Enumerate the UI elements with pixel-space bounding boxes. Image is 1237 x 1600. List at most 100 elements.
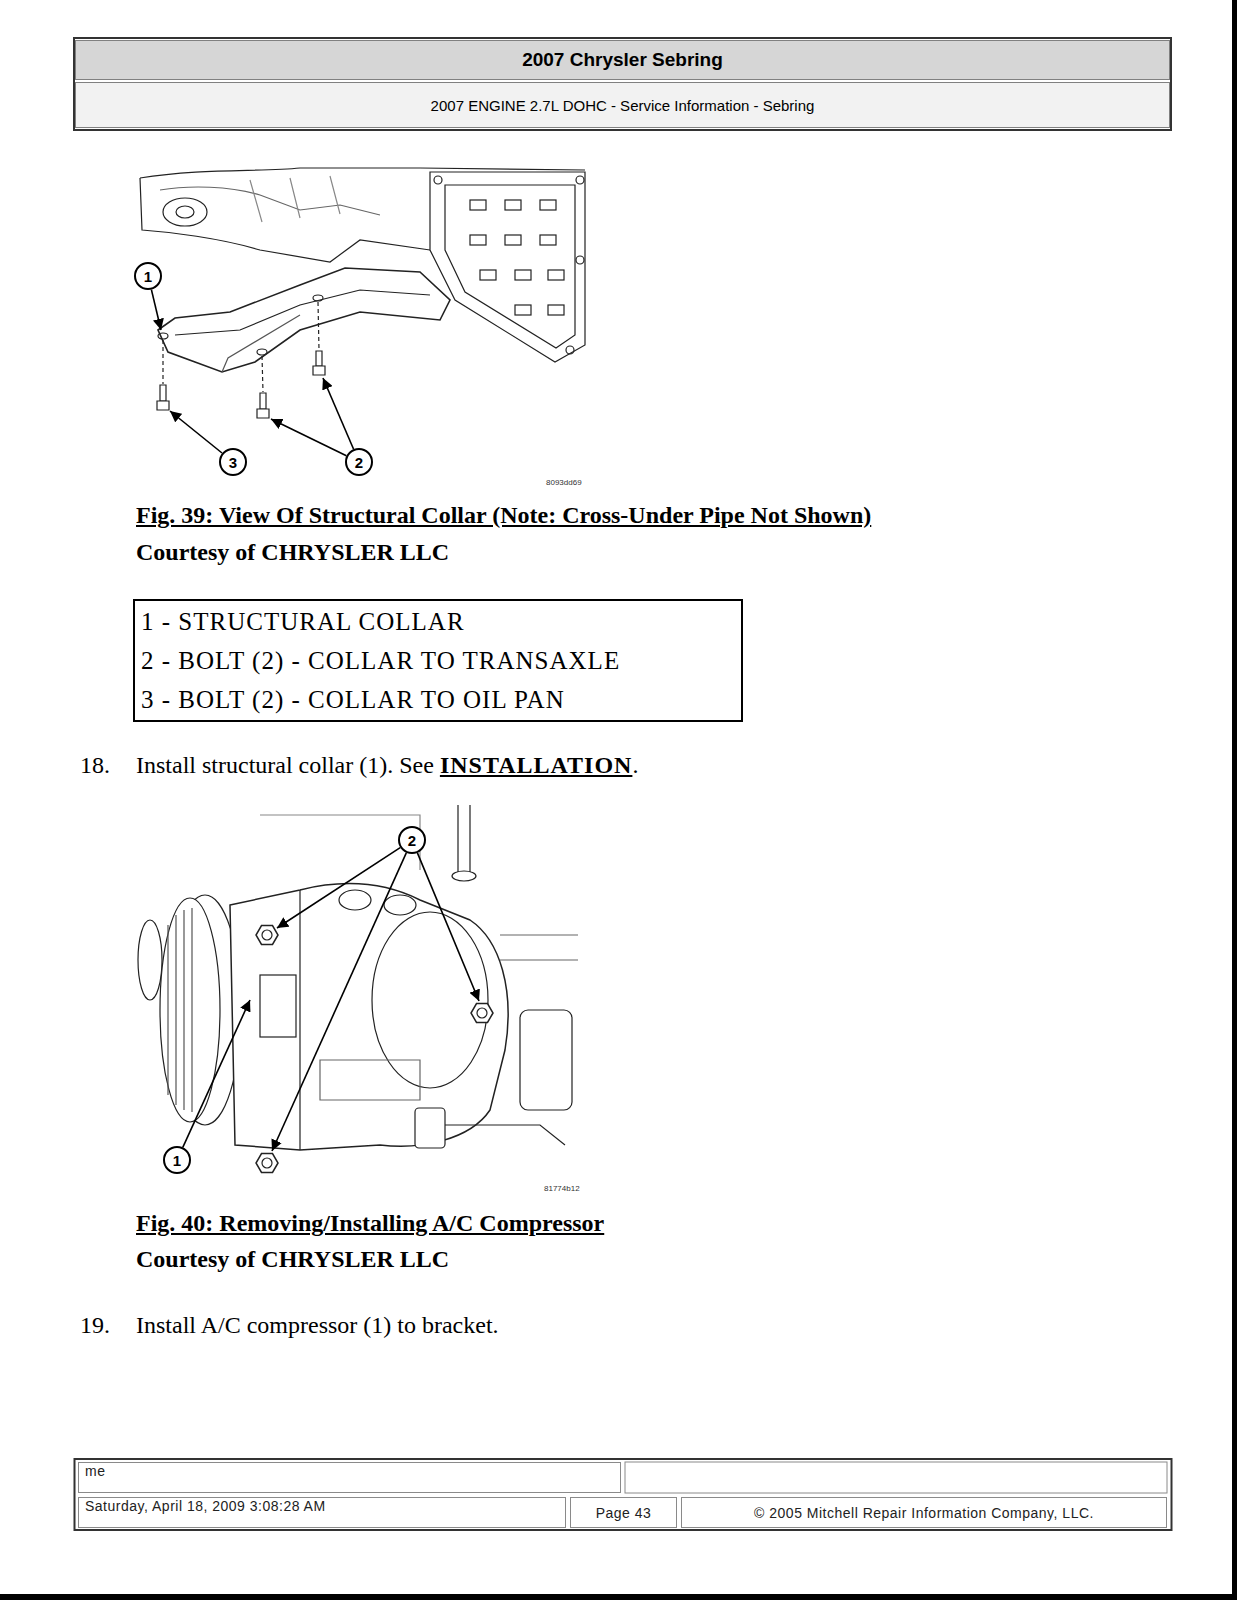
leader-line	[323, 378, 354, 449]
mounting-bolt	[262, 1158, 272, 1168]
transaxle-rib	[250, 176, 340, 222]
pan-rib	[480, 270, 496, 280]
transaxle-outline	[140, 178, 430, 262]
leader-lines	[151, 290, 353, 456]
leader-line	[417, 853, 479, 1001]
pan-bolt	[576, 256, 584, 264]
key-entry: 3 - BOLT (2) - COLLAR TO OIL PAN	[141, 680, 565, 719]
compressor-detail	[260, 975, 296, 1037]
figure-credit: Courtesy of CHRYSLER LLC	[136, 1245, 449, 1273]
header-band: 2007 ENGINE 2.7L DOHC - Service Informat…	[75, 82, 1170, 128]
leader-line	[272, 853, 406, 1151]
background-pipe	[452, 871, 476, 881]
step-text: Install A/C compressor (1) to bracket.	[136, 1311, 499, 1339]
footer-cell: © 2005 Mitchell Repair Information Compa…	[681, 1497, 1167, 1528]
compressor-wire	[445, 1125, 565, 1145]
pan-rib	[470, 200, 486, 210]
callout-circle: 2	[398, 826, 426, 854]
pan-rib	[515, 270, 531, 280]
step-line: Install structural collar (1). SeeINSTAL…	[136, 751, 638, 779]
compressor-fitting	[339, 890, 371, 910]
callout-number: 1	[144, 268, 152, 285]
header-frame	[74, 38, 1171, 130]
callout-circle: 2	[345, 448, 373, 476]
compressor-detail	[320, 1060, 420, 1100]
footer-text: me	[85, 1463, 105, 1479]
compressor-connector	[415, 1108, 445, 1148]
mounting-bolt	[471, 1004, 493, 1023]
leader-line	[183, 1000, 250, 1147]
step-text: .	[632, 751, 638, 779]
pan-rib	[548, 305, 564, 315]
pan-bolt	[434, 176, 442, 184]
pan-rib	[505, 200, 521, 210]
compressor-body	[299, 890, 300, 1150]
oil-pan-rim	[445, 185, 575, 348]
figure-caption: Fig. 39: View Of Structural Collar (Note…	[136, 501, 871, 529]
engine-detail	[520, 1010, 572, 1110]
footer-cell: Saturday, April 18, 2009 3:08:28 AM	[78, 1497, 566, 1528]
callout-circle: 3	[219, 448, 247, 476]
header-subtitle: 2007 ENGINE 2.7L DOHC - Service Informat…	[431, 97, 815, 114]
pulley-rib	[168, 908, 192, 1112]
engine-detail	[260, 815, 420, 870]
leader-lines	[183, 848, 479, 1151]
bolt-head	[157, 401, 169, 410]
leader-line	[277, 848, 400, 928]
collar-bolt-hole	[158, 333, 168, 339]
footer-frame	[75, 1459, 1172, 1530]
key-entry: 1 - STRUCTURAL COLLAR	[141, 602, 465, 641]
bolt-shank	[160, 385, 166, 401]
figure-credit: Courtesy of CHRYSLER LLC	[136, 538, 449, 566]
collar-flange	[222, 315, 300, 372]
footer-cell: me	[78, 1462, 621, 1493]
mounting-bolt	[262, 930, 272, 940]
figure-caption: Fig. 40: Removing/Installing A/C Compres…	[136, 1209, 604, 1237]
page-edge	[0, 1594, 1237, 1600]
bolt-shank	[260, 393, 266, 409]
pan-bolt	[576, 176, 584, 184]
header-band: 2007 Chrysler Sebring	[75, 40, 1170, 80]
engine-detail	[160, 187, 380, 215]
compressor-rear-housing	[372, 912, 488, 1088]
callout-circle: 1	[163, 1146, 191, 1174]
step-number: 18.	[80, 751, 110, 779]
callout-number: 2	[408, 832, 416, 849]
bolt-centerline	[163, 302, 319, 392]
oil-pan-ribs	[470, 200, 564, 315]
cross-reference-link: INSTALLATION	[440, 751, 633, 779]
collar-bolt-hole	[313, 295, 323, 301]
pan-bolt	[566, 346, 574, 354]
page-edge	[1232, 0, 1237, 1600]
compressor-body	[230, 883, 508, 1150]
mounting-bolt	[256, 1154, 278, 1173]
transaxle-boss	[176, 206, 194, 218]
engine-detail	[138, 920, 162, 1000]
collar-bolt-hole	[257, 349, 267, 355]
bolt-head	[313, 366, 325, 375]
mounting-bolt	[256, 926, 278, 945]
callout-circle: 1	[134, 262, 162, 290]
structural-collar	[158, 268, 450, 372]
pan-rib	[540, 235, 556, 245]
transaxle-boss	[163, 198, 207, 226]
step-text: Install structural collar (1). See	[136, 751, 434, 779]
footer-text: Saturday, April 18, 2009 3:08:28 AM	[85, 1498, 326, 1514]
bolt-head	[257, 409, 269, 418]
pan-rib	[505, 235, 521, 245]
footer-text: © 2005 Mitchell Repair Information Compa…	[754, 1505, 1094, 1521]
footer-text: Page 43	[596, 1505, 652, 1521]
pan-rib	[548, 270, 564, 280]
key-entry: 2 - BOLT (2) - COLLAR TO TRANSAXLE	[141, 641, 620, 680]
footer-cell: Page 43	[570, 1497, 677, 1528]
collar-flange	[175, 290, 430, 335]
callout-number: 2	[355, 454, 363, 471]
header-title: 2007 Chrysler Sebring	[522, 49, 723, 71]
structural-collar-illustration	[140, 168, 585, 456]
leader-line	[271, 419, 346, 456]
pan-rib	[540, 200, 556, 210]
leader-line	[170, 411, 222, 453]
mounting-bolt	[477, 1008, 487, 1018]
step-number: 19.	[80, 1311, 110, 1339]
